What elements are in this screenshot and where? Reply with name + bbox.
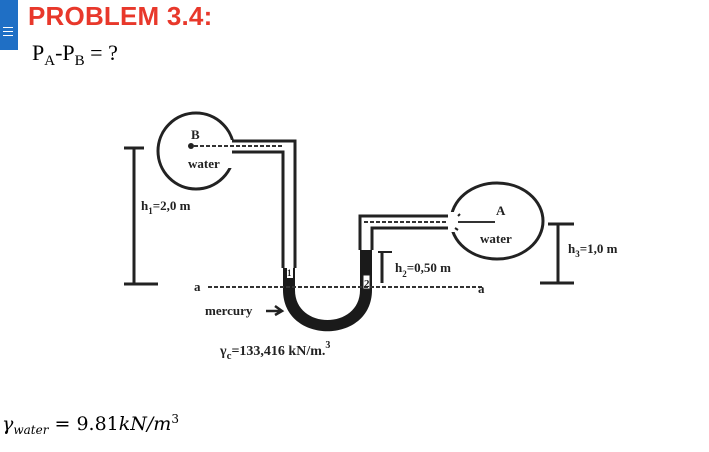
h2-h: h xyxy=(395,260,403,275)
h3-sub: 3 xyxy=(575,249,580,259)
gamma-c-value: =133,416 kN/m. xyxy=(231,344,325,359)
h1-sub: 1 xyxy=(148,206,153,216)
h2-label: h2=0,50 m xyxy=(395,260,451,279)
gamma-water-given: γwater = 9.81kN/m3 xyxy=(2,412,179,437)
h2-value: =0,50 m xyxy=(407,260,451,275)
h1-value: =2,0 m xyxy=(153,198,191,213)
question-dash: -P xyxy=(55,40,75,65)
gamma-c-label: γc=133,416 kN/m.3 xyxy=(219,340,330,362)
gamma-c-symbol: γ xyxy=(219,344,227,359)
marker-2-label: 2 xyxy=(364,278,370,290)
question-sub-a: A xyxy=(44,53,56,69)
h3-label: h3=1,0 m xyxy=(568,241,618,259)
level-a-left-label: a xyxy=(194,279,201,294)
right-pipe xyxy=(358,214,458,250)
problem-question: PA-PB = ? xyxy=(32,40,118,70)
h3-h: h xyxy=(568,241,576,256)
hamburger-menu-icon xyxy=(3,27,13,28)
mercury-arrow-icon xyxy=(266,304,285,317)
hamburger-menu-icon-bar xyxy=(3,31,13,32)
hamburger-menu-button[interactable] xyxy=(0,0,18,50)
level-a-right-label: a xyxy=(478,281,485,296)
question-rest: = ? xyxy=(84,40,118,65)
mercury-label: mercury xyxy=(205,303,253,318)
water-a-label: water xyxy=(480,231,512,246)
h1-h: h xyxy=(141,198,149,213)
h2-sub: 2 xyxy=(402,269,407,279)
problem-title: PROBLEM 3.4: xyxy=(28,1,213,31)
left-pipe xyxy=(232,139,297,268)
point-a-label: A xyxy=(496,203,506,218)
gamma-unit: kN/m xyxy=(118,413,172,435)
point-b-label: B xyxy=(191,127,200,142)
h3-value: =1,0 m xyxy=(580,241,618,256)
marker-1-label: 1 xyxy=(287,268,292,278)
gamma-symbol: γ xyxy=(2,413,14,435)
gamma-sub: water xyxy=(13,423,49,437)
hamburger-menu-icon-bar xyxy=(3,35,13,36)
mercury-u-tube xyxy=(283,250,372,332)
question-sub-b: B xyxy=(74,53,85,69)
gamma-unit-sup: 3 xyxy=(171,412,179,426)
water-b-label: water xyxy=(188,156,220,171)
gamma-c-sup: 3 xyxy=(325,340,330,351)
gamma-c-sub: c xyxy=(227,350,232,362)
gamma-equals: = 9.81 xyxy=(48,413,119,435)
h1-label: h1=2,0 m xyxy=(141,198,191,216)
question-p: P xyxy=(32,40,45,65)
tank-b xyxy=(156,111,236,191)
